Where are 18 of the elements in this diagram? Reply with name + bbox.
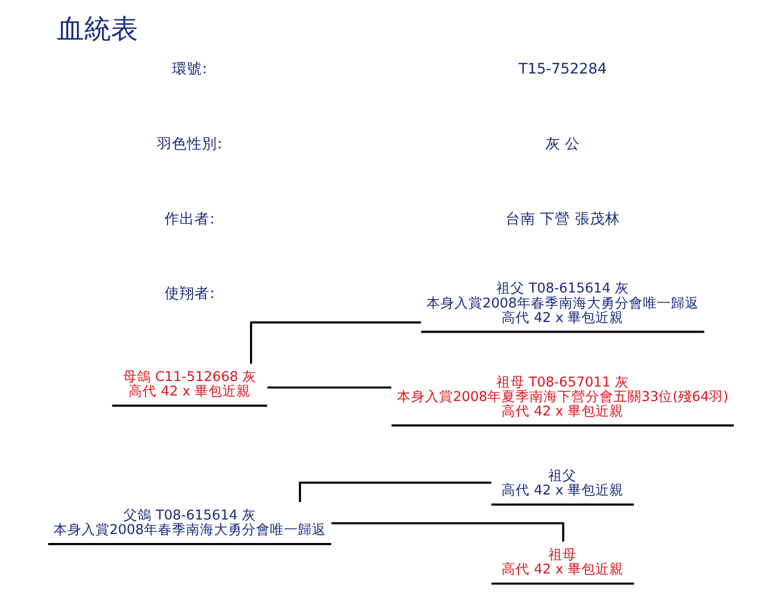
diagram-title: 血統表	[56, 14, 138, 46]
label: 使翔者:	[164, 285, 214, 302]
connector	[298, 482, 491, 502]
label: 環號:	[172, 60, 207, 78]
connector	[266, 386, 391, 389]
connector	[330, 522, 564, 542]
label: T15-752284	[518, 60, 606, 78]
node-text: 祖父 T08-615614 灰 本身入賞2008年春季南海大勇分會唯一歸返 高代 42 x 畢包近親	[426, 280, 698, 326]
label: 羽色性別:	[156, 135, 222, 152]
node-text: 祖父 高代 42 x 畢包近親	[501, 468, 624, 499]
node-text: 祖母 高代 42 x 畢包近親	[501, 547, 624, 578]
label: 灰 公	[544, 135, 580, 152]
node-text: 母鴿 C11-512668 灰 高代 42 x 畢包近親	[122, 369, 256, 400]
label: 台南 下營 張茂林	[505, 210, 620, 228]
label: 作出者:	[164, 210, 214, 228]
node-text: 祖母 T08-657011 灰 本身入賞2008年夏季南海下營分會五關33位(殘64羽) 高代 42 x 畢包近親	[396, 374, 728, 420]
node-text: 父鴿 T08-615614 灰 本身入賞2008年春季南海大勇分會唯一歸返	[52, 508, 326, 538]
connector	[250, 321, 420, 364]
